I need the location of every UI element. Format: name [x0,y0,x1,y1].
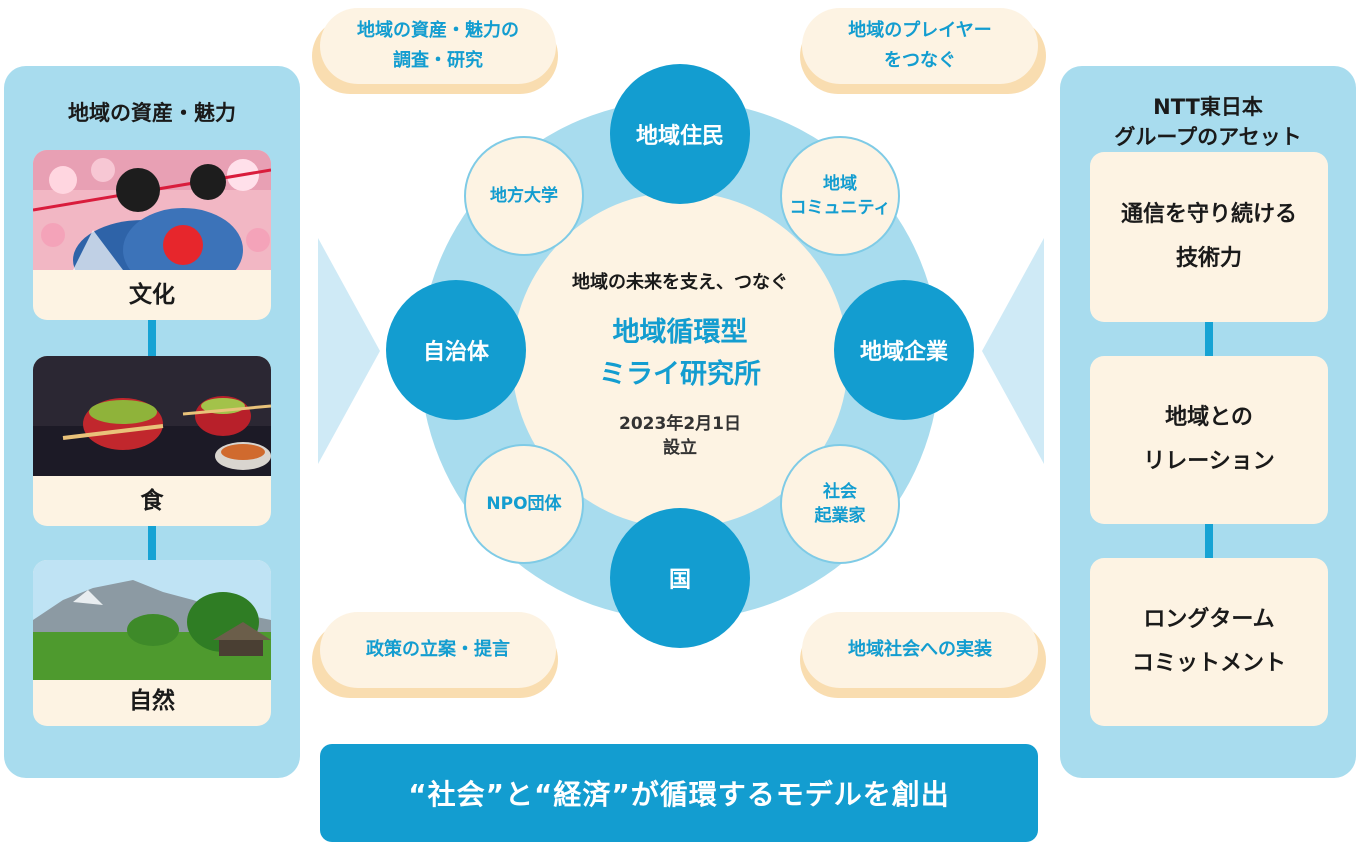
right-arrow-icon [982,238,1044,464]
actor-national-government: 国 [610,508,750,648]
food-photo [33,356,271,476]
actor-npo: NPO団体 [464,444,584,564]
left-panel-title: 地域の資産・魅力 [68,101,236,125]
hub-date: 2023年2月1日 設立 [619,414,741,458]
right-connector-1 [1205,320,1213,370]
hub-tagline: 地域の未来を支え、つなぐ [572,272,788,293]
asset-relation-card: 地域との リレーション [1090,356,1328,524]
hub-name: 地域循環型 ミライ研究所 [599,317,761,390]
pill-research: 地域の資産・魅力の 調査・研究 [320,8,556,84]
festival-photo [33,150,271,270]
left-arrow-icon [318,238,380,464]
pill-implementation: 地域社会への実装 [802,612,1038,688]
actor-social-entrepreneur: 社会 起業家 [780,444,900,564]
nature-label: 自然 [129,688,175,714]
culture-card: 文化 [33,150,271,320]
food-card: 食 [33,356,271,526]
actor-municipality: 自治体 [386,280,526,420]
actor-university: 地方大学 [464,136,584,256]
nature-photo [33,560,271,680]
right-connector-2 [1205,520,1213,570]
culture-label: 文化 [129,282,175,308]
actor-local-companies: 地域企業 [834,280,974,420]
actor-residents: 地域住民 [610,64,750,204]
asset-technology-card: 通信を守り続ける 技術力 [1090,152,1328,322]
asset-commitment-card: ロングターム コミットメント [1090,558,1328,726]
pill-connect: 地域のプレイヤー をつなぐ [802,8,1038,84]
food-label: 食 [140,488,164,514]
pill-policy: 政策の立案・提言 [320,612,556,688]
bottom-banner: “社会”と“経済”が循環するモデルを創出 [320,744,1038,842]
actor-community: 地域 コミュニティ [780,136,900,256]
nature-card: 自然 [33,560,271,726]
left-connector-2 [148,516,156,576]
right-panel-title: NTT東日本 グループのアセット [1114,95,1302,149]
left-connector-1 [148,310,156,370]
